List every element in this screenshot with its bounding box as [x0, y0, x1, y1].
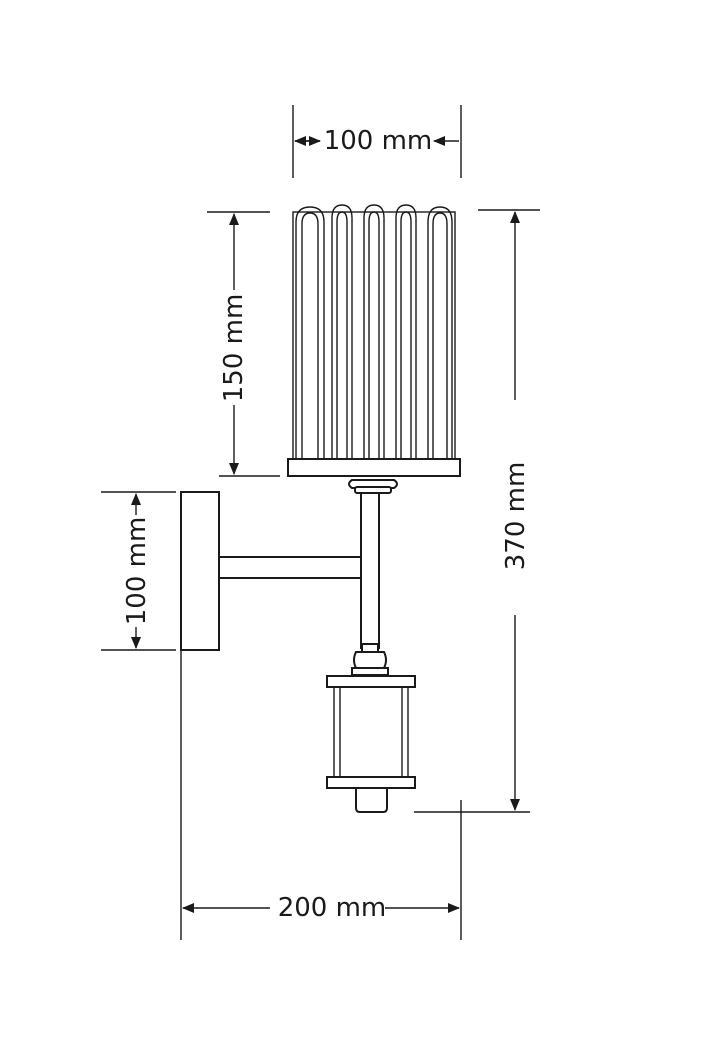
dim-total-depth: 200 mm — [180, 650, 462, 940]
dim-label-shade-height: 150 mm — [219, 294, 249, 403]
dim-shade-height: 150 mm — [207, 211, 280, 477]
dim-backplate-height: 100 mm — [101, 491, 176, 651]
lamp-arm — [218, 556, 362, 579]
dim-shade-width: 100 mm — [292, 105, 462, 178]
dim-total-height: 370 mm — [414, 209, 540, 813]
shade-base-ring — [287, 458, 461, 477]
dim-label-backplate-height: 100 mm — [122, 517, 152, 626]
lamp-stem — [360, 489, 380, 649]
dim-label-total-height: 370 mm — [501, 462, 531, 571]
lower-knuckle — [351, 643, 389, 676]
lamp-outline — [180, 204, 461, 813]
lower-lantern — [326, 675, 416, 813]
dim-label-total-depth: 200 mm — [278, 893, 387, 923]
lamp-shade — [292, 204, 456, 460]
wall-backplate — [180, 491, 220, 651]
dim-label-shade-width: 100 mm — [324, 126, 433, 156]
